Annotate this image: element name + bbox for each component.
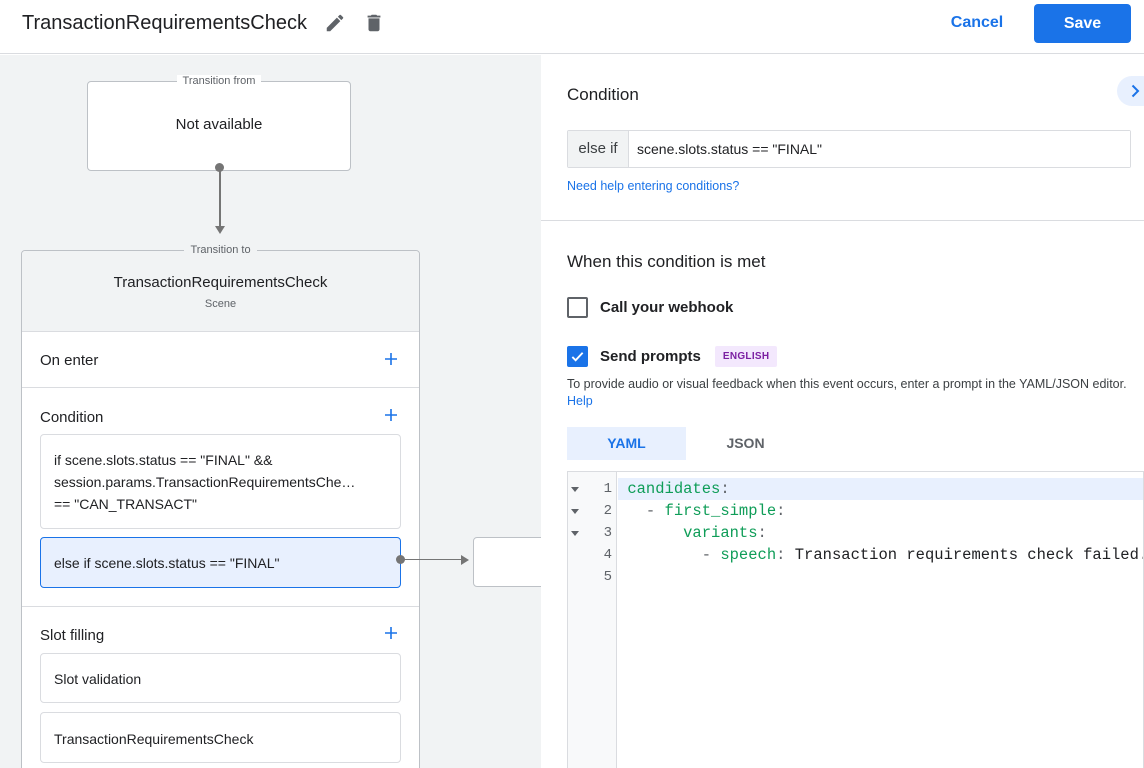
slot-item-label: Slot validation <box>54 671 142 687</box>
condition-connector <box>404 559 462 560</box>
line-number: 4 <box>603 547 612 563</box>
flow-canvas[interactable]: Transition from Not available Transition… <box>0 55 541 768</box>
condition-line: session.params.TransactionRequirementsCh… <box>54 474 356 490</box>
transition-target-card[interactable] <box>473 537 541 587</box>
condition-item-selected[interactable]: else if scene.slots.status == "FINAL" <box>40 537 401 588</box>
arrow-down-icon <box>215 226 225 234</box>
transition-from-value: Not available <box>175 116 263 133</box>
condition-field: else if <box>567 130 1131 168</box>
yaml-key: speech <box>720 546 777 564</box>
prompts-label[interactable]: Send prompts <box>600 347 701 365</box>
code-line: - speech: Transaction requirements check… <box>618 544 1143 566</box>
page-title: TransactionRequirementsCheck <box>22 12 307 34</box>
scene-name: TransactionRequirementsCheck <box>113 274 328 291</box>
code-line: - first_simple: <box>645 502 786 520</box>
add-on-enter-plus-icon[interactable] <box>384 352 398 366</box>
slot-item[interactable]: TransactionRequirementsCheck <box>40 712 401 763</box>
arrow-right-icon <box>461 555 469 565</box>
transition-from-legend: Transition from <box>176 75 262 87</box>
transition-connector <box>219 168 221 228</box>
code-area[interactable]: candidates: - first_simple: variants: - … <box>618 472 1143 768</box>
tab-json[interactable]: JSON <box>726 435 765 451</box>
condition-line: if scene.slots.status == "FINAL" && <box>54 452 273 468</box>
connector-dot <box>215 163 224 172</box>
add-slot-plus-icon[interactable] <box>384 626 398 640</box>
top-bar: TransactionRequirementsCheck Cancel Save <box>0 0 1144 54</box>
condition-heading: Condition <box>567 85 639 104</box>
save-button[interactable]: Save <box>1034 4 1131 43</box>
section-divider <box>22 606 419 607</box>
prompts-checkbox[interactable] <box>567 345 588 367</box>
slot-item[interactable]: Slot validation <box>40 653 401 703</box>
tab-yaml[interactable]: YAML <box>567 427 686 460</box>
yaml-value: Transaction requirements check failed. <box>785 546 1143 564</box>
connector-dot[interactable] <box>396 555 405 564</box>
scene-type: Scene <box>204 298 237 310</box>
line-number: 5 <box>603 569 612 585</box>
code-line: variants: <box>683 524 767 542</box>
chevron-right-icon <box>1131 84 1140 98</box>
fold-toggle-icon[interactable] <box>570 478 580 500</box>
feedback-description: To provide audio or visual feedback when… <box>567 376 1132 410</box>
collapse-panel-button[interactable] <box>1117 76 1144 106</box>
section-divider <box>22 387 419 388</box>
edit-icon[interactable] <box>324 12 346 34</box>
condition-prefix: else if <box>568 131 629 167</box>
section-on-enter[interactable]: On enter <box>40 352 99 369</box>
fold-toggle-icon[interactable] <box>570 522 580 544</box>
condition-panel: Condition else if Need help entering con… <box>541 55 1144 768</box>
transition-to-legend: Transition to <box>184 244 257 256</box>
webhook-option: Call your webhook <box>567 295 733 319</box>
code-line <box>618 566 1143 588</box>
section-slot-filling[interactable]: Slot filling <box>40 627 105 644</box>
webhook-checkbox[interactable] <box>567 296 588 318</box>
cancel-button[interactable]: Cancel <box>940 6 1014 40</box>
condition-item[interactable]: if scene.slots.status == "FINAL" && sess… <box>40 434 401 529</box>
line-number: 2 <box>603 503 612 519</box>
condition-line: else if scene.slots.status == "FINAL" <box>54 555 280 571</box>
line-number: 1 <box>603 481 612 497</box>
delete-icon[interactable] <box>363 11 385 35</box>
scene-card: Transition to TransactionRequirementsChe… <box>21 244 420 768</box>
scene-card-header[interactable]: Transition to TransactionRequirementsChe… <box>22 244 419 332</box>
yaml-key: variants <box>683 524 758 542</box>
panel-divider <box>541 220 1144 221</box>
code-line: candidates: <box>618 478 1143 500</box>
prompts-option: Send prompts ENGLISH <box>567 344 778 368</box>
line-gutter: 1 2 3 4 5 <box>568 472 617 768</box>
fold-toggle-icon[interactable] <box>570 500 580 522</box>
language-badge: ENGLISH <box>714 345 778 367</box>
help-link[interactable]: Help <box>567 394 593 408</box>
add-condition-plus-icon[interactable] <box>384 408 398 422</box>
line-number: 3 <box>603 525 612 541</box>
checkmark-icon <box>571 351 584 362</box>
webhook-label[interactable]: Call your webhook <box>600 298 734 316</box>
yaml-editor[interactable]: 1 2 3 4 5 candidates: - first_simple: varian… <box>567 471 1144 768</box>
section-condition[interactable]: Condition <box>40 409 104 426</box>
condition-line: == "CAN_TRANSACT" <box>54 496 197 512</box>
transition-from-card[interactable]: Transition from Not available <box>87 75 351 171</box>
condition-met-heading: When this condition is met <box>567 252 766 271</box>
yaml-key: first_simple <box>664 502 777 520</box>
slot-item-label: TransactionRequirementsCheck <box>54 731 254 747</box>
yaml-key: candidates <box>627 480 721 498</box>
feedback-text: To provide audio or visual feedback when… <box>567 377 1127 391</box>
condition-help-link[interactable]: Need help entering conditions? <box>567 179 740 193</box>
condition-input[interactable] <box>629 131 1130 167</box>
